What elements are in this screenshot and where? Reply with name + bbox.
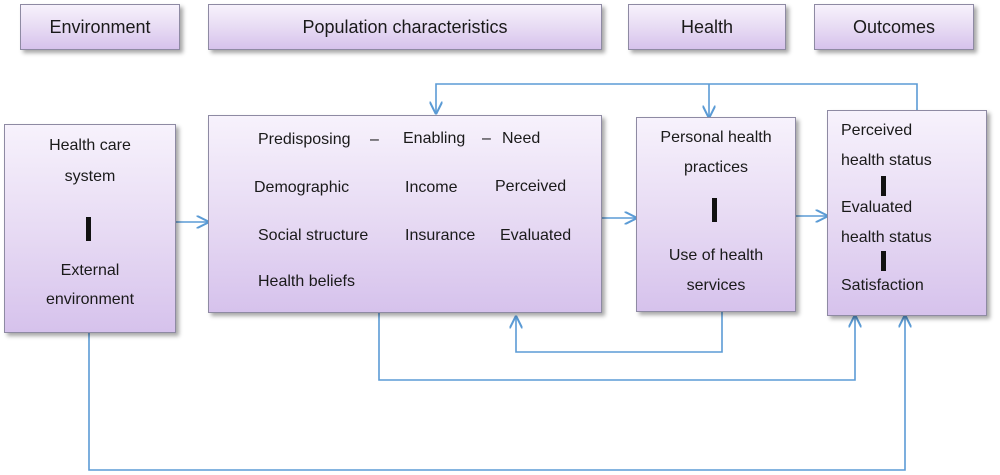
need-heading: Need xyxy=(502,130,541,147)
health-line-4: services xyxy=(686,277,746,294)
environment-separator-bar xyxy=(86,217,91,241)
dash-separator-2: – xyxy=(482,130,491,147)
predisposing-item-social-structure: Social structure xyxy=(258,227,369,244)
environment-line-3: External xyxy=(60,262,120,279)
outcomes-line-5: Satisfaction xyxy=(841,277,924,294)
health-line-1: Personal health xyxy=(660,129,772,146)
need-item-evaluated: Evaluated xyxy=(500,227,572,244)
outcomes-line-3: Evaluated xyxy=(841,199,913,216)
predisposing-item-demographic: Demographic xyxy=(254,179,350,196)
outcomes-separator-bar-2 xyxy=(881,251,886,271)
predisposing-heading: Predisposing xyxy=(258,131,351,148)
outcomes-separator-bar-1 xyxy=(881,176,886,196)
outcomes-line-1: Perceived xyxy=(841,122,913,139)
header-population-label: Population characteristics xyxy=(302,16,508,37)
population-box xyxy=(208,115,602,313)
arrow-health-feedback-to-population xyxy=(516,312,723,353)
environment-line-1: Health care xyxy=(49,137,131,154)
health-line-2: practices xyxy=(683,159,749,176)
header-health: Health xyxy=(628,4,786,50)
enabling-heading: Enabling xyxy=(403,130,466,147)
health-separator-bar xyxy=(712,198,717,222)
arrow-environment-to-outcomes xyxy=(88,316,905,471)
arrow-population-to-outcomes xyxy=(378,313,855,381)
header-health-label: Health xyxy=(680,16,734,37)
environment-line-4: environment xyxy=(45,291,135,308)
predisposing-item-health-beliefs: Health beliefs xyxy=(258,273,355,290)
header-outcomes: Outcomes xyxy=(814,4,974,50)
arrow-outcomes-feedback-top xyxy=(436,83,918,113)
dash-separator-1: – xyxy=(370,131,379,148)
health-line-3: Use of health xyxy=(668,247,764,264)
outcomes-box xyxy=(827,110,987,316)
outcomes-line-4: health status xyxy=(841,229,932,246)
outcomes-line-2: health status xyxy=(841,152,932,169)
enabling-item-income: Income xyxy=(405,179,458,196)
header-environment-label: Environment xyxy=(49,16,151,37)
header-environment: Environment xyxy=(20,4,180,50)
header-outcomes-label: Outcomes xyxy=(852,16,936,37)
enabling-item-insurance: Insurance xyxy=(405,227,476,244)
header-population-characteristics: Population characteristics xyxy=(208,4,602,50)
environment-line-2: system xyxy=(64,168,116,185)
need-item-perceived: Perceived xyxy=(495,178,567,195)
